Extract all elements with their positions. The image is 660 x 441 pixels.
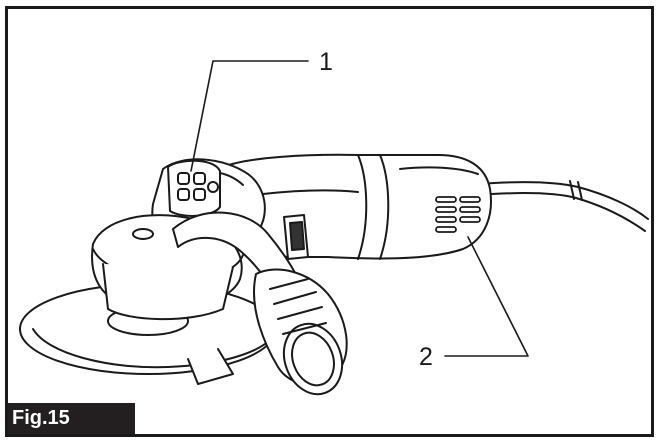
angle-grinder-illustration: [19, 60, 649, 396]
figure-label: Fig.15: [8, 403, 135, 434]
vent-slots: [435, 196, 481, 233]
side-handle: [172, 211, 348, 396]
lock-button-cluster: [167, 159, 221, 217]
callout-label-1: 1: [319, 48, 333, 76]
callout-label-2: 2: [419, 343, 433, 371]
slide-switch: [283, 214, 309, 260]
figure-frame: 1 2 Fig.15: [5, 6, 654, 437]
power-cord: [477, 180, 649, 232]
leader-lines: [190, 60, 529, 357]
